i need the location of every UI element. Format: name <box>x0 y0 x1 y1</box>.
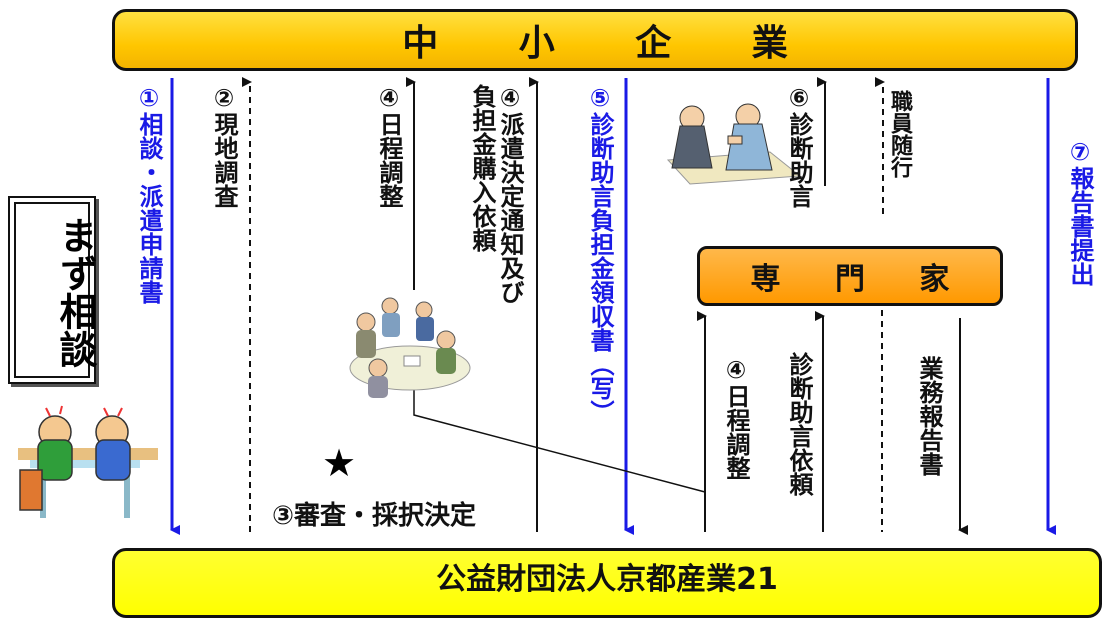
staff-accompany-label: 職員随行 <box>887 90 912 178</box>
step2-label: ②現地調査 <box>210 84 238 208</box>
handshake-meeting-icon <box>666 103 802 185</box>
diagnosis-request-label: 診断助言依頼 <box>785 352 813 496</box>
step7-label: ⑦報告書提出 <box>1066 138 1094 286</box>
step1-label: ①相談・派遣申請書 <box>135 84 163 304</box>
sme-label: 中 小 企 業 <box>402 23 822 64</box>
step6-label: ⑥診断助言 <box>785 84 813 208</box>
step4b-label-line2: 負担金購入依頼 <box>468 84 496 252</box>
step4a-label: ④日程調整 <box>375 84 403 208</box>
step4c-label: ④日程調整 <box>722 356 750 480</box>
expert-label: 専 門 家 <box>750 262 972 297</box>
step4b-label-line1: ④派遣決定通知及び <box>496 84 524 304</box>
expert-box: 専 門 家 <box>697 246 1003 306</box>
kyoto-sangyo-bar: 公益財団法人京都産業21 <box>112 548 1102 618</box>
consulting-people-icon <box>18 405 158 518</box>
consult-first-label: まず相談 <box>53 216 97 368</box>
sme-header-bar: 中 小 企 業 <box>112 9 1078 71</box>
work-report-label: 業務報告書 <box>915 356 943 476</box>
flow-arrows <box>18 77 1056 535</box>
meeting-table-icon <box>349 297 471 398</box>
step5-label: ⑤診断助言負担金領収書（写） <box>586 84 614 424</box>
connector-line <box>413 378 706 493</box>
kyoto-sangyo-label: 公益財団法人京都産業21 <box>436 562 778 597</box>
star-icon: ★ <box>322 441 357 485</box>
review-decision-label: ③審査・採択決定 <box>272 501 477 531</box>
consult-first-box: まず相談 <box>8 196 97 384</box>
